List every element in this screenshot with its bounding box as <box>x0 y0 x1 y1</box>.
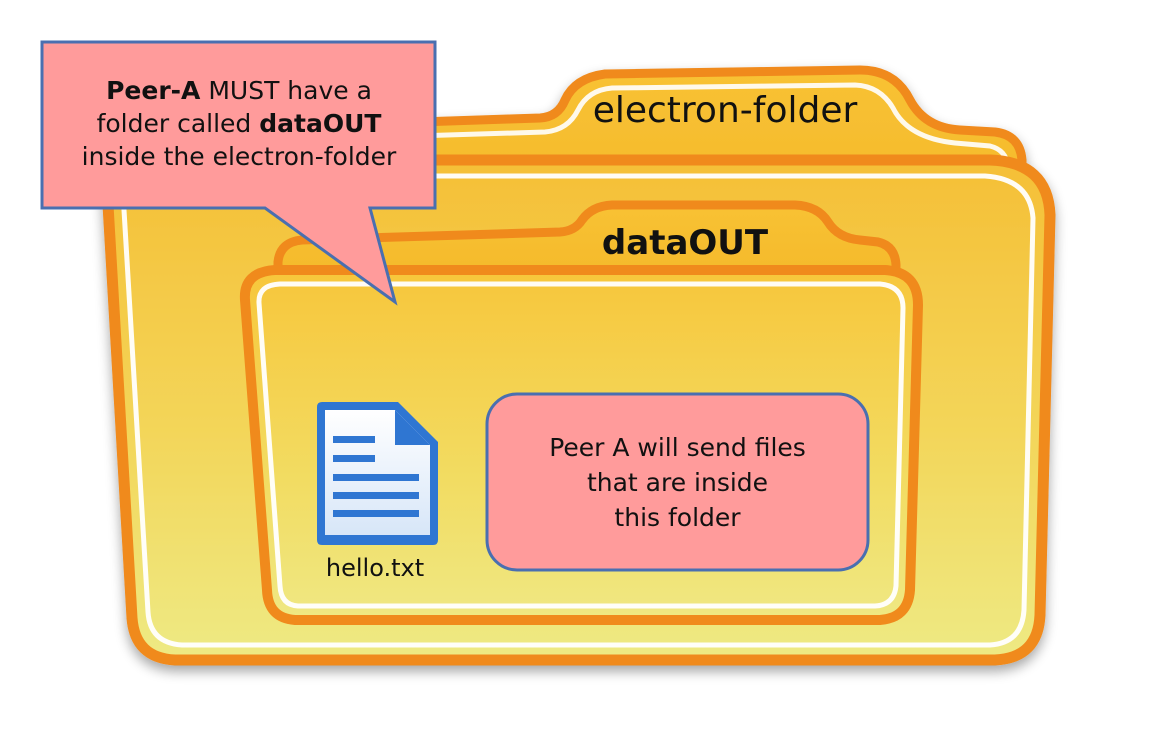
callout-folder-name: dataOUT <box>259 109 382 138</box>
inner-folder-label: dataOUT <box>601 223 769 263</box>
note-line: this folder <box>614 503 741 532</box>
file-name-label: hello.txt <box>325 554 425 582</box>
callout-text-segment: folder called <box>96 109 260 138</box>
text-document-icon[interactable] <box>317 402 438 545</box>
callout <box>40 40 437 306</box>
note-line: Peer A will send files <box>549 433 806 462</box>
document-fold <box>395 410 430 445</box>
note-text: Peer A will send files that are inside t… <box>490 430 865 535</box>
callout-text: Peer-A MUST have a folder called dataOUT… <box>44 74 434 173</box>
document-text-lines <box>333 436 419 517</box>
callout-peer-name: Peer-A <box>106 76 201 105</box>
callout-bubble <box>40 40 437 306</box>
callout-text-segment: MUST have a <box>200 76 372 105</box>
note-box <box>485 392 870 572</box>
note-line: that are inside <box>586 468 769 497</box>
outer-folder-label: electron-folder <box>592 90 858 131</box>
callout-text-segment: inside the electron-folder <box>81 142 397 171</box>
